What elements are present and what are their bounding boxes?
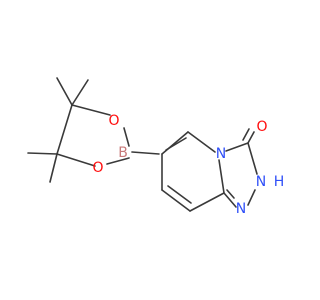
methyl-bond-1 (56, 77, 73, 106)
oxygen-label-top: O (108, 113, 119, 129)
chemical-structure: O O B O N N H N (27, 77, 285, 217)
carbonyl-oxygen-label: O (256, 119, 267, 135)
pyridine-bond-c5-n4 (187, 131, 216, 153)
pyridine-bond-n4-c8a (218, 159, 225, 194)
methyl-bond-4 (49, 153, 58, 183)
ring-bond-c-o-bottom (56, 153, 96, 167)
ring-bond-o-b-top (123, 127, 130, 147)
pyridine-bond-c8a-c8 (189, 192, 225, 212)
boron-label: B (118, 145, 128, 161)
triazole-bond-c3-o-1 (247, 131, 255, 144)
triazole-nitrogen-label-1: N (236, 201, 246, 217)
pyridine-bond-c8-c7-double (167, 185, 192, 204)
pyridine-nitrogen-label: N (216, 146, 226, 162)
ring-bond-c-o-top (71, 104, 111, 116)
oxygen-label-bottom: O (92, 160, 103, 176)
triazole-bond-n1-c8a-double (226, 189, 235, 199)
boron-carbon-bond (131, 151, 160, 155)
pyridine-bond-c5-c5-double (165, 137, 187, 151)
triazole-bond-n1-c8a (223, 192, 237, 208)
triazole-bond-n2-n1 (247, 189, 256, 206)
methyl-bond-2 (71, 79, 89, 106)
ring-bond-o-b-bottom (106, 157, 130, 165)
hydrogen-label: H (274, 174, 285, 190)
ring-bond-c-c (56, 104, 73, 155)
triazole-bond-c3-n2 (247, 142, 258, 175)
triazole-nitrogen-label-2: N (256, 174, 266, 190)
methyl-bond-3 (27, 152, 58, 155)
triazole-bond-c3-o-2 (242, 128, 250, 141)
triazole-bond-n4-c3 (225, 142, 249, 152)
pyridine-bond-c8-c7 (161, 189, 191, 212)
